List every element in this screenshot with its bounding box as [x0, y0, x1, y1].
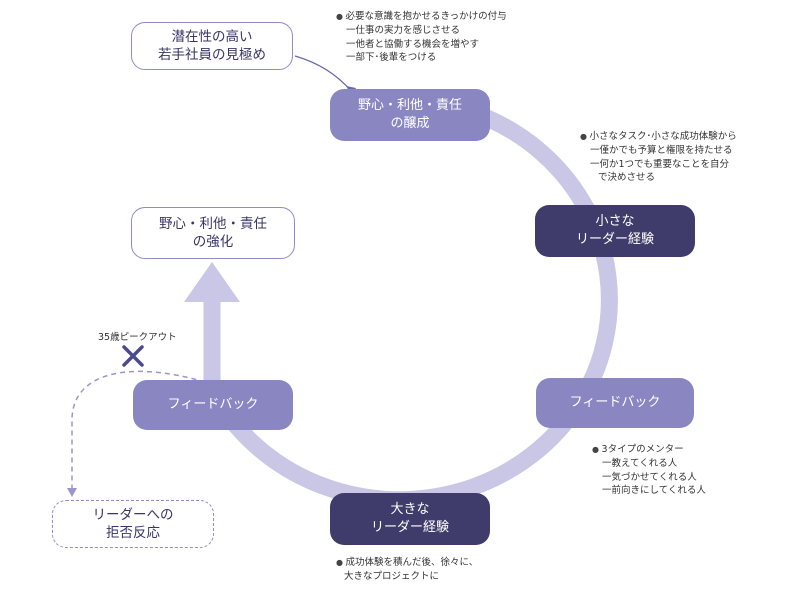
note-small: 小さなタスク･小さな成功体験から 一僅かでも予算と権限を持たせる 一何か1つでも…	[580, 130, 737, 185]
note-top-head: 必要な意識を抱かせるきっかけの付与	[336, 10, 507, 24]
box-big-leader-line2: リーダー経験	[370, 520, 449, 535]
box-ambition-strengthen-line2: の強化	[192, 234, 234, 250]
note-mentor-item-1: 一教えてくれる人	[602, 457, 678, 469]
box-feedback-right: フィードバック	[536, 378, 694, 428]
note-mentor: 3タイプのメンター 一教えてくれる人 一気づかせてくれる人 一前向きにしてくれる…	[592, 443, 706, 498]
box-ambition-strengthen-line1: 野心・利他・責任	[159, 215, 267, 232]
box-ambition-cultivate: 野心・利他・責任 の醸成	[330, 89, 490, 141]
note-mentor-item-3: 一前向きにしてくれる人	[602, 485, 706, 497]
note-top-item-2: 一他者と協働する機会を増やす	[346, 38, 480, 50]
box-small-leader-line2: リーダー経験	[575, 232, 654, 247]
cycle-arrow-head	[184, 262, 240, 302]
box-leader-rejection: リーダーへの 拒否反応	[52, 500, 214, 548]
box-ambition-cultivate-line2: の醸成	[390, 116, 430, 131]
note-big-head: 成功体験を積んだ後、徐々に、	[336, 556, 479, 570]
note-small-head: 小さなタスク･小さな成功体験から	[580, 130, 737, 144]
note-small-item-3: で決めさせる	[598, 172, 656, 184]
box-young-employee: 潜在性の高い 若手社員の見極め	[131, 22, 293, 70]
peakout-cross-icon	[122, 345, 144, 367]
peakout-label: 35歳ピークアウト	[98, 332, 177, 343]
box-ambition-cultivate-line1: 野心・利他・責任	[357, 98, 462, 114]
box-young-employee-line2: 若手社員の見極め	[158, 47, 266, 63]
box-small-leader-line1: 小さな	[595, 214, 635, 230]
note-big: 成功体験を積んだ後、徐々に、 大きなプロジェクトに	[336, 556, 478, 584]
box-feedback-left: フィードバック	[133, 380, 293, 430]
box-small-leader: 小さな リーダー経験	[535, 205, 695, 257]
cycle-ring	[204, 91, 618, 509]
note-top: 必要な意識を抱かせるきっかけの付与 一仕事の実力を感じさせる 一他者と協働する機…	[336, 10, 507, 65]
note-small-item-2: 一何か1つでも重要なことを自分	[590, 158, 730, 170]
note-small-item-1: 一僅かでも予算と権限を持たせる	[590, 144, 733, 156]
box-leader-rejection-line1: リーダーへの	[92, 506, 174, 523]
box-young-employee-line1: 潜在性の高い	[171, 28, 253, 45]
box-ambition-strengthen: 野心・利他・責任 の強化	[131, 207, 295, 259]
box-feedback-left-label: フィードバック	[167, 397, 259, 413]
note-top-item-1: 一仕事の実力を感じさせる	[346, 24, 461, 36]
dashed-branch-arrow-head	[67, 488, 77, 497]
dashed-branch-line	[71, 370, 206, 492]
box-big-leader: 大きな リーダー経験	[330, 493, 490, 545]
box-big-leader-line1: 大きな	[390, 502, 430, 518]
note-big-item-1: 大きなプロジェクトに	[344, 570, 440, 582]
box-leader-rejection-line2: 拒否反応	[106, 525, 160, 541]
note-top-item-3: 一部下･後輩をつける	[346, 52, 437, 64]
box-feedback-right-label: フィードバック	[569, 395, 661, 411]
note-mentor-head: 3タイプのメンター	[592, 443, 706, 457]
note-mentor-item-2: 一気づかせてくれる人	[602, 471, 697, 483]
